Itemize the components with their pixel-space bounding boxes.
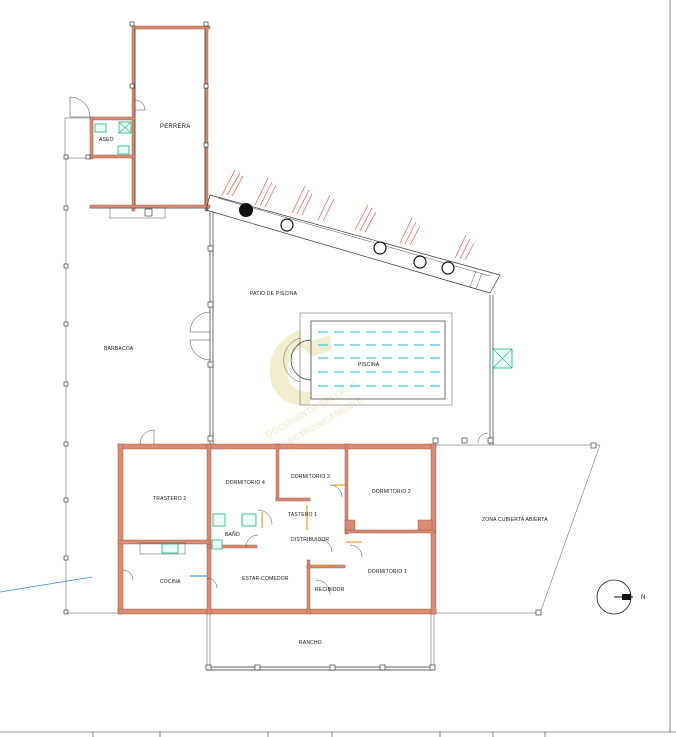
room-label-dormitorio3: DORMITORIO 3 — [291, 474, 330, 480]
room-label-zona-cubierta: ZONA CUBIERTA ABIERTA — [482, 517, 548, 523]
planting-hatch — [221, 169, 475, 261]
pergola — [205, 169, 501, 294]
room-label-bano: BAÑO — [225, 531, 240, 538]
rancho — [205, 614, 436, 671]
tree-icon — [373, 241, 387, 255]
service-line — [0, 576, 93, 593]
room-label-dormitorio1: DORMITORIO 1 — [368, 569, 407, 575]
room-label-trastero1: TASTERO 1 — [288, 512, 317, 518]
kitchen-counter — [139, 542, 186, 555]
pool-label-bg — [356, 359, 384, 368]
room-label-recibidor: RECIBIDOR — [315, 587, 345, 593]
room-label-trastero2: TRASTERO 2 — [153, 496, 186, 502]
bath-shower-icon — [212, 513, 226, 527]
room-label-patio: PATIO DE PISCINA — [250, 291, 298, 297]
room-label-estar-comedor: ESTAR-COMEDOR — [242, 576, 289, 582]
room-label-cocina: COCINA — [160, 579, 181, 585]
bath-sink-icon — [241, 513, 257, 527]
room-label-perrera: PERRERA — [160, 124, 190, 130]
patio-enclosure — [189, 212, 494, 445]
sink-icon — [117, 145, 130, 155]
pool — [283, 312, 453, 406]
tree-icon — [239, 203, 253, 217]
barbacoa-area — [63, 158, 120, 615]
compass: N — [596, 579, 646, 615]
tree-icon — [441, 261, 455, 275]
room-label-dormitorio2: DORMITORIO 2 — [372, 489, 411, 495]
tree-icon — [413, 255, 427, 269]
aseo-block — [63, 96, 136, 160]
room-label-distribuidor: DISTRIBUIDOR — [291, 537, 329, 543]
zona-cubierta — [436, 442, 601, 616]
room-label-rancho: RANCHO — [299, 640, 322, 646]
room-label-barbacoa: BARBACOA — [104, 346, 134, 352]
kitchen-sink-icon — [161, 543, 179, 554]
toilet-icon — [94, 123, 107, 133]
room-label-dormitorio4: DORMITORIO 4 — [226, 480, 265, 486]
house — [117, 429, 437, 615]
room-label-piscina: PISCINA — [358, 362, 380, 368]
room-label-aseo: ASEO — [99, 137, 114, 143]
bath-toilet-icon — [211, 539, 223, 550]
watermark-seal: DOCUMENTO SELLADO ELECTRÓNICAMENTE — [264, 330, 365, 452]
tree-icon — [280, 218, 294, 232]
compass-north-label: N — [641, 595, 646, 601]
